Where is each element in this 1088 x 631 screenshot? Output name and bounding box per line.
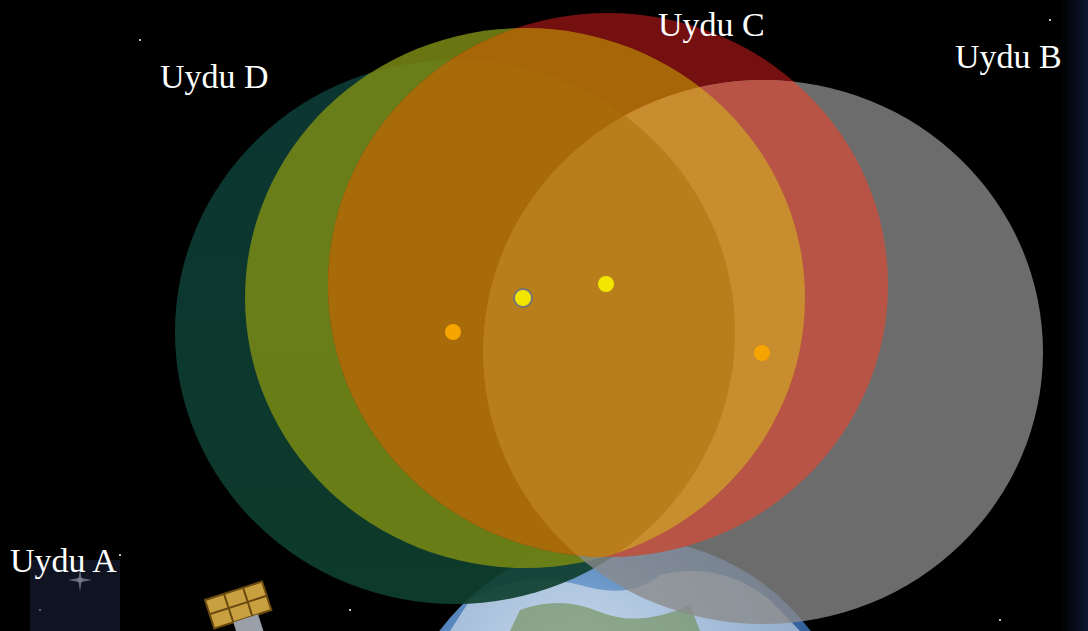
satellite-label: Uydu C	[658, 8, 765, 42]
satellite-label: Uydu D	[160, 60, 269, 94]
satellite-label: Uydu B	[955, 40, 1062, 74]
satellite-label: Uydu A	[10, 544, 117, 578]
